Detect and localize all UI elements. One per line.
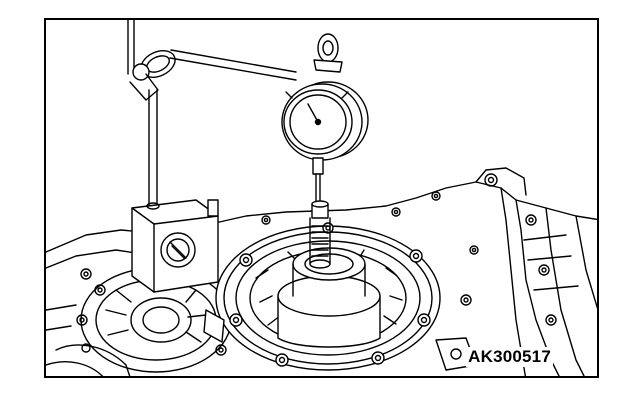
- illustration-frame: AK300517: [44, 18, 599, 378]
- lower-components: [203, 245, 479, 371]
- dial-indicator-illustration: [46, 20, 597, 376]
- magnetic-base: [127, 20, 297, 293]
- transmission-case: [46, 167, 597, 376]
- figure-code-label: AK300517: [466, 347, 553, 367]
- oil-pump-assembly: [215, 200, 441, 371]
- dial-indicator: [281, 33, 369, 217]
